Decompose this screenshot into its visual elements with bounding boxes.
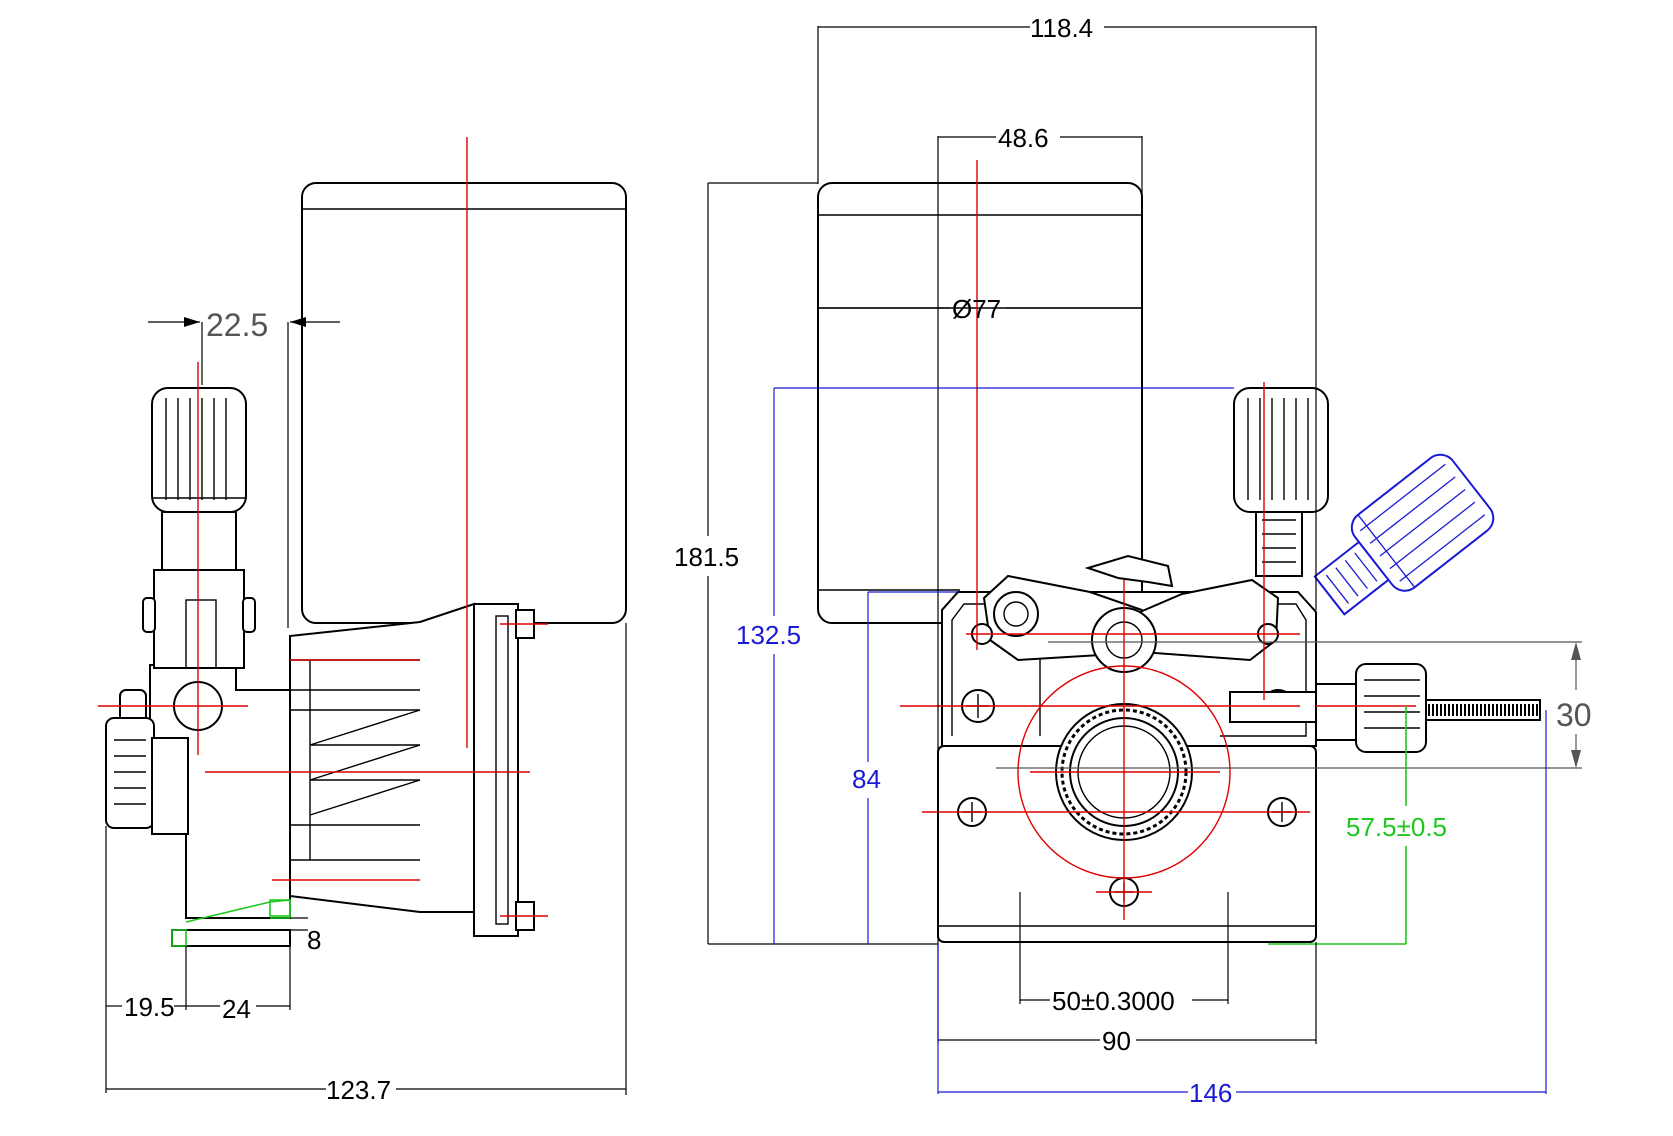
- front-dim-132-5: [773, 387, 1234, 944]
- front-label-overall-height: 181.5: [674, 542, 739, 572]
- front-label-plate-width: 90: [1102, 1026, 1131, 1056]
- front-dim-146: [937, 710, 1547, 1094]
- front-view: 118.4 48.6 Ø77 181.5 132.5: [674, 13, 1592, 1108]
- side-knob-tab-left: [142, 597, 156, 633]
- front-inlet-knurl: [1355, 663, 1427, 753]
- front-inlet-knurl-lines: [1364, 679, 1420, 729]
- side-base-foot: [171, 929, 291, 947]
- front-dim-30: [996, 641, 1582, 769]
- front-center-circle: [1017, 665, 1231, 879]
- front-label-motor-diameter: Ø77: [952, 294, 1001, 324]
- front-inlet-nut: [1315, 683, 1357, 741]
- side-dim-22-5: [148, 317, 340, 628]
- front-pivot-left: [993, 591, 1039, 637]
- side-foot-hatch-left: [171, 929, 187, 947]
- side-knob-stem: [161, 511, 237, 573]
- front-knob-scale: [1255, 507, 1303, 577]
- front-dim-181-5: [707, 182, 938, 945]
- side-knurled-knob: [151, 387, 247, 513]
- front-dim-48-6: [937, 136, 1143, 1044]
- front-label-total-width: 146: [1189, 1078, 1232, 1108]
- side-flange-inner: [495, 615, 509, 925]
- side-knob-knurl-lines: [165, 398, 227, 500]
- side-foot-hatch-right: [269, 899, 291, 917]
- side-inlet-guide: [105, 717, 155, 829]
- front-dim-84: [867, 591, 958, 944]
- side-dim-19-5-24: [105, 826, 291, 1093]
- front-dim-50: [1019, 892, 1229, 1004]
- side-inlet-knurl: [114, 739, 146, 805]
- front-label-inlet-spacing: 30: [1556, 697, 1592, 733]
- side-gearbox-fins: [290, 659, 421, 861]
- front-dim-57-5: [1268, 706, 1407, 945]
- side-inlet-collar: [151, 737, 189, 835]
- front-label-inlet-height: 57.5±0.5: [1346, 812, 1447, 842]
- side-motor-body: [301, 182, 627, 624]
- front-motor-body: [817, 182, 1143, 624]
- front-label-height-to-knob: 132.5: [736, 620, 801, 650]
- front-dim-118-4: [817, 26, 1317, 610]
- front-left-bracket: [1229, 691, 1317, 723]
- front-label-overall-width-top: 118.4: [1030, 13, 1093, 43]
- front-knob-rotated-blue: [1313, 453, 1495, 616]
- front-knurled-knob: [1233, 387, 1329, 513]
- side-label-bottom-mid: 24: [222, 994, 251, 1024]
- front-arm-spring-clip: [1084, 554, 1174, 588]
- front-threaded-tube: [1425, 699, 1541, 721]
- side-dim-123-7: [106, 623, 627, 1095]
- side-dim-8: [290, 917, 308, 931]
- front-knob-scale-ticks: [1262, 519, 1296, 563]
- side-label-plate-thickness: 8: [307, 925, 321, 955]
- front-knob-knurl-lines: [1247, 398, 1309, 500]
- front-label-hole-spacing: 50±0.3000: [1052, 986, 1175, 1016]
- front-dim-90: [938, 942, 1317, 1044]
- side-label-bottom-left: 19.5: [124, 992, 175, 1022]
- side-gearbox: [289, 602, 475, 913]
- front-pivot-left-inner: [1003, 601, 1029, 627]
- side-knob-bracket: [153, 569, 245, 669]
- front-label-height-to-plate: 84: [852, 764, 881, 794]
- side-label-offset-top: 22.5: [206, 307, 268, 343]
- side-knob-tab-right: [242, 597, 256, 633]
- front-label-motor-width: 48.6: [998, 123, 1049, 153]
- side-view: 22.5 19.5 24 8 123.7: [98, 137, 627, 1105]
- side-knob-bracket-slot: [185, 599, 217, 669]
- side-label-overall-width: 123.7: [326, 1075, 391, 1105]
